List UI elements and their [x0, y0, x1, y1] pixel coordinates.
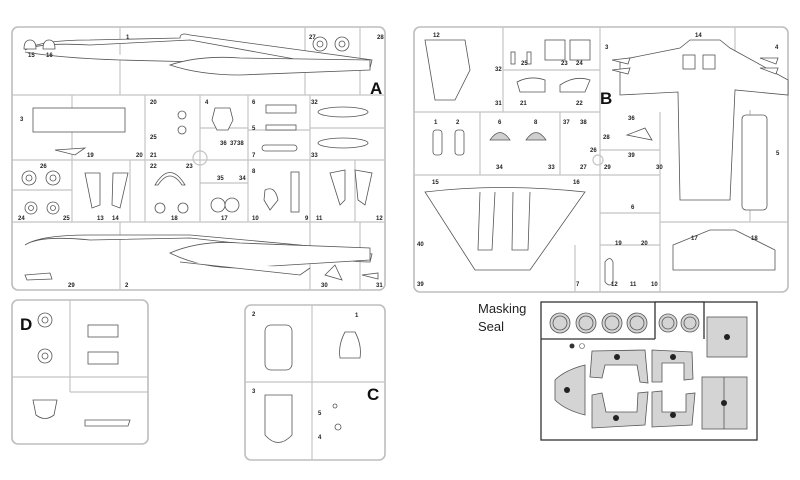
part-number: 17: [221, 216, 228, 222]
part-number: 4: [318, 435, 322, 441]
part-number: 21: [520, 101, 527, 107]
part-number: 1: [355, 313, 359, 319]
seal-circles: [549, 312, 700, 349]
part-number: 27: [309, 35, 316, 41]
part-number: 26: [590, 148, 597, 154]
part-number: 26: [40, 164, 47, 170]
part-number: 2: [252, 312, 256, 318]
part-number: 3: [605, 45, 609, 51]
masking-label: Masking: [478, 301, 527, 316]
sprue-b: [413, 26, 789, 293]
part-number: 40: [417, 242, 424, 248]
masking-seal-title: Masking Seal: [478, 300, 526, 336]
part-number: 36: [628, 116, 635, 122]
part-number: 24: [18, 216, 25, 222]
part-number: 20: [136, 153, 143, 159]
part-number: 20: [150, 100, 157, 106]
part-number: 14: [112, 216, 119, 222]
sprue-letter-d: D: [20, 315, 32, 334]
part-number: 13: [97, 216, 104, 222]
part-number: 30: [321, 283, 328, 289]
part-number: 31: [495, 101, 502, 107]
part-number: 16: [573, 180, 580, 186]
sprue-letter-a: A: [370, 79, 382, 98]
part-number: 10: [252, 216, 259, 222]
part-number: 33: [311, 153, 318, 159]
part-number: 5: [318, 411, 322, 417]
part-number: 4: [775, 45, 779, 51]
part-number: 34: [239, 176, 246, 182]
sprue-c: [244, 304, 386, 461]
part-number: 29: [604, 165, 611, 171]
part-number: 23: [561, 61, 568, 67]
sprue-d: [11, 299, 149, 445]
part-number: 6: [631, 205, 635, 211]
part-number: 38: [580, 120, 587, 126]
part-number: 7: [576, 282, 580, 288]
part-number: 28: [377, 35, 384, 41]
part-number: 6: [498, 120, 502, 126]
part-number: 1: [434, 120, 438, 126]
part-number: 22: [150, 164, 157, 170]
part-number: 33: [548, 165, 555, 171]
part-number: 10: [651, 282, 658, 288]
part-number: 9: [305, 216, 309, 222]
part-number: 39: [417, 282, 424, 288]
seal-label: Seal: [478, 319, 505, 334]
part-number: 25: [150, 135, 157, 141]
part-number: 6: [252, 100, 256, 106]
sprue-letter-b: B: [600, 89, 612, 108]
part-number: 2: [125, 283, 129, 289]
part-number: 11: [630, 282, 637, 288]
part-number: 7: [252, 153, 256, 159]
part-number: 18: [171, 216, 178, 222]
part-number: 20: [641, 241, 648, 247]
part-number: 31: [376, 283, 383, 289]
part-number: 25: [63, 216, 70, 222]
masking-seal-sheet: [540, 301, 758, 441]
part-number: 19: [87, 153, 94, 159]
part-number: 24: [576, 61, 583, 67]
part-number: 39: [628, 153, 635, 159]
part-number: 29: [68, 283, 75, 289]
part-number: 8: [252, 169, 256, 175]
part-number: 14: [695, 33, 702, 39]
part-number: 35: [217, 176, 224, 182]
part-number: 12: [376, 216, 383, 222]
part-number: 15: [432, 180, 439, 186]
part-number: 32: [311, 100, 318, 106]
part-number: 15: [28, 53, 35, 59]
part-number: 28: [603, 135, 610, 141]
part-number: 11: [316, 216, 323, 222]
part-number: 5: [252, 126, 256, 132]
part-number: 16: [46, 53, 53, 59]
part-number: 17: [691, 236, 698, 242]
part-number: 32: [495, 67, 502, 73]
part-number: 23: [186, 164, 193, 170]
part-number: 21: [150, 153, 157, 159]
part-number: 27: [580, 165, 587, 171]
part-number: 12: [433, 33, 440, 39]
part-number: 8: [534, 120, 538, 126]
part-number: 3: [20, 117, 24, 123]
part-number: 3: [252, 389, 256, 395]
part-number: 5: [776, 151, 780, 157]
part-number: 12: [611, 282, 618, 288]
wheel-icon: [21, 36, 350, 215]
part-number: 1: [126, 35, 130, 41]
part-number: 36: [220, 141, 227, 147]
sprue-a: [11, 26, 386, 291]
part-number: 38: [237, 141, 244, 147]
part-number: 37: [230, 141, 237, 147]
part-number: 22: [576, 101, 583, 107]
part-number: 34: [496, 165, 503, 171]
part-number: 25: [521, 61, 528, 67]
sprue-letter-c: C: [367, 385, 379, 404]
part-number: 18: [751, 236, 758, 242]
part-number: 4: [205, 100, 209, 106]
part-number: 30: [656, 165, 663, 171]
part-number: 37: [563, 120, 570, 126]
part-number: 2: [456, 120, 460, 126]
part-number: 19: [615, 241, 622, 247]
